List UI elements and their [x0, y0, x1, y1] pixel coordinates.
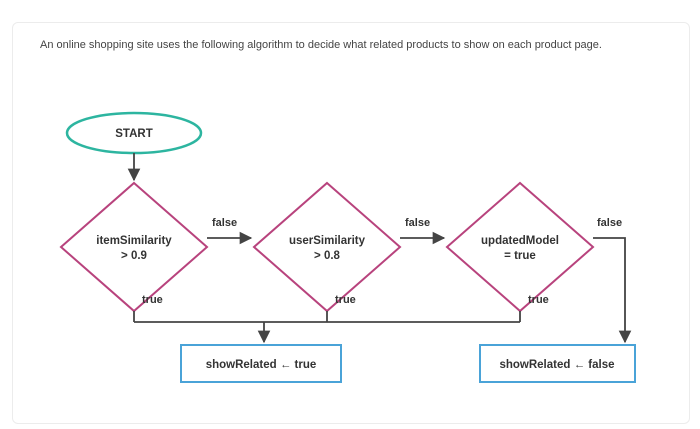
decision-item-similarity [59, 181, 209, 313]
action-show-related-false-label: showRelated ← false [499, 359, 614, 371]
decision-updated-model [445, 181, 595, 313]
action-show-related-false [479, 344, 636, 383]
decision3-line2: = true [504, 250, 536, 262]
edge-false-3 [593, 237, 632, 344]
decision2-line2: > 0.8 [314, 250, 341, 262]
edge-false-3-label: false [597, 217, 622, 229]
start-label: START [115, 128, 152, 140]
decision1-line1: itemSimilarity [96, 235, 172, 247]
decision1-line2: > 0.9 [121, 250, 147, 262]
edge-false-1-label: false [212, 217, 237, 229]
decision-user-similarity [252, 181, 402, 313]
edge-false-2-label: false [405, 217, 430, 229]
decision2-line1: userSimilarity [289, 235, 366, 247]
decision3-line1: updatedModel [481, 235, 559, 247]
action-show-related-true-label: showRelated ← true [206, 359, 317, 371]
edge-true-1-label: true [142, 294, 163, 306]
edge-true-3-label: true [528, 294, 549, 306]
edge-true-2-label: true [335, 294, 356, 306]
intro-text: An online shopping site uses the followi… [40, 39, 602, 51]
action-show-related-true [180, 344, 342, 383]
